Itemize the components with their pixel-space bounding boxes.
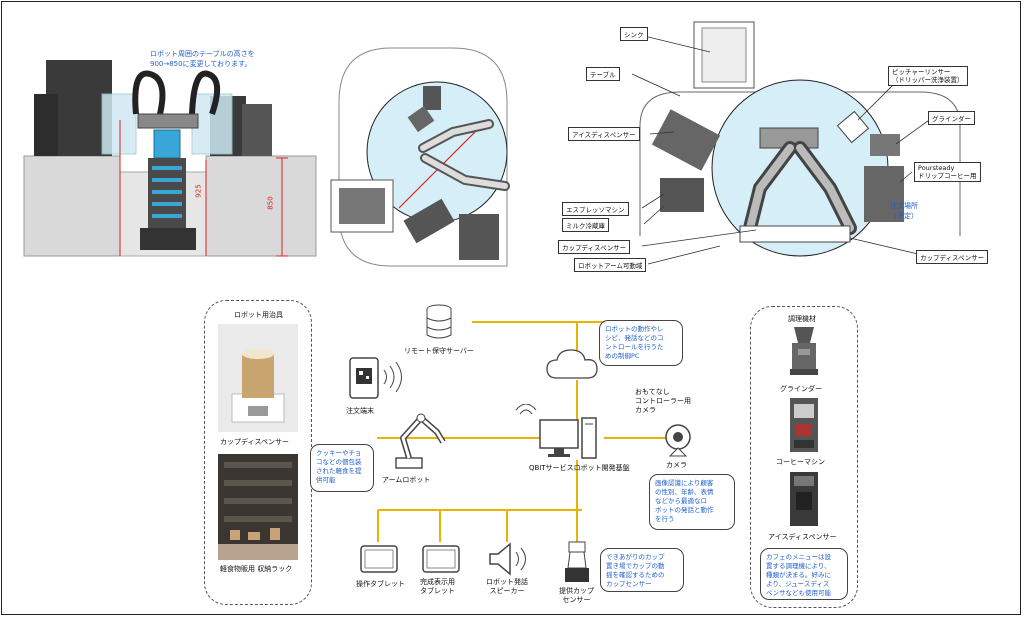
label-table: テーブル [586,67,620,81]
speaker-label: ロボット発話 スピーカー [486,578,528,595]
snack-rack-photo [218,454,298,560]
cloud-icon [546,349,598,379]
order-terminal-label: 注文端末 [346,407,374,415]
database-server-icon [426,304,452,339]
ice-dispenser-icon [790,472,818,526]
label-grinder: グラインダー [928,111,975,125]
ice-dispenser-label: アイスディスペンサー [768,533,837,541]
display-tablet-icon [422,545,460,573]
snack-rack-caption: 軽食物販用 収納ラック [220,565,293,573]
operation-tablet-icon [360,545,398,573]
equipment-callout: カフェのメニューは設 置する調理機により、 種類が決まる。好みに より、ジュース… [760,548,848,600]
order-terminal-icon [349,357,402,399]
label-milk-fridge: ミルク冷蔵庫 [562,218,609,232]
operation-tablet-label: 操作タブレット [356,580,405,588]
label-robot-arm-range: ロボットアーム可動域 [574,258,647,272]
label-order-place: 注文場所 （予定） [890,202,918,220]
remote-server-label: リモート保守サーバー [404,347,474,355]
cup-sensor-label: 提供カップ センサー [559,587,594,604]
label-cup-dispenser-right: カップディスペンサー [916,250,989,264]
side-elevation-drawing [23,60,317,257]
cooking-equipment-title: 調理機材 [788,315,816,323]
pc-callout: ロボットの動作やレ シピ、発話などのコ ントロールを行うた めの制御PC [599,320,683,366]
grinder-label: グラインダー [780,385,822,393]
label-poursteady: Poursteady ドリップコーヒー用 [914,162,981,182]
camera-callout: 画像認識により顧客 の性別、年齢、表情 などから最適なロ ボットの発話と動作 を… [649,474,735,530]
cup-dispenser-photo [218,324,298,432]
plan-view-drawing [330,47,510,267]
robot-jig-title: ロボット用治具 [234,311,283,319]
control-pc-icon [515,404,597,459]
camera-icon [665,424,691,457]
camera-label: カメラ [666,461,687,469]
label-cup-dispenser-left: カップディスペンサー [558,240,631,254]
cup-dispenser-caption: カップディスペンサー [220,438,290,446]
pc-label: QBITサービスロボット開発基盤 [529,464,630,472]
display-tablet-label: 完成表示用 タブレット [420,578,455,595]
grinder-icon [790,327,818,375]
arm-robot-label: アームロボット [382,476,431,484]
camera-header-label: おもてなし コントローラー用 カメラ [635,388,691,414]
label-espresso-machine: エスプレッソマシン [562,202,629,216]
coffee-machine-icon [790,398,818,452]
label-pitcher-rinser: ピッチャーリンサー （ドリッパー洗浄装置） [888,66,968,86]
label-ice-dispenser: アイスディスペンサー [568,127,640,141]
cooking-equipment-panel [750,306,858,608]
snack-callout: クッキーやチョ コなどの個包装 された軽食を提 供可能 [310,444,374,492]
table-height-note: ロボット周囲のテーブルの高さを 900→850に変更しております。 [150,50,255,68]
labeled-plan-drawing [631,21,961,265]
coffee-machine-label: コーヒーマシン [776,458,825,466]
arm-robot-icon [395,413,446,469]
cup-sensor-callout: できあがりのカップ 置き場でカップの動 揺を確認するための カップセンサー [600,548,684,592]
speaker-icon [489,542,526,576]
label-sink: シンク [620,27,648,41]
cup-sensor-icon [565,541,589,582]
